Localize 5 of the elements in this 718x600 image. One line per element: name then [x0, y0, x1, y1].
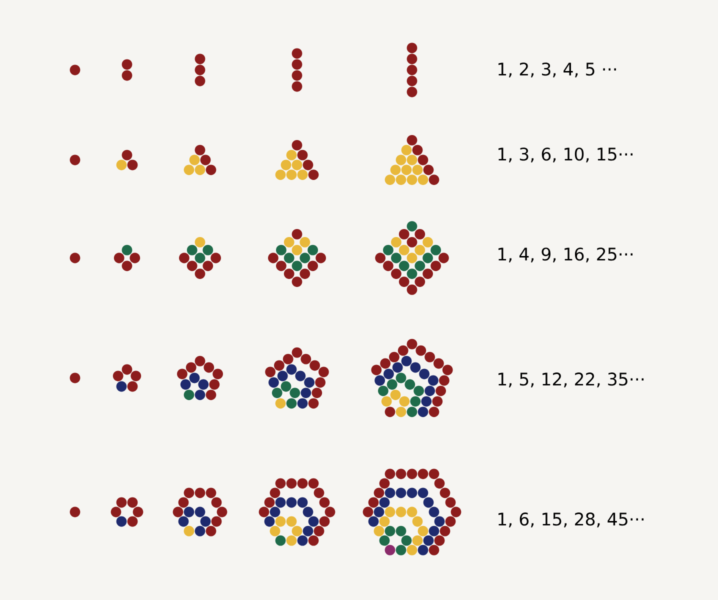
number-sequence: 1, 4, 9, 16, 25··· [498, 248, 632, 262]
number-sequence: 1, 2, 3, 4, 5 ··· [498, 62, 616, 78]
number-sequence: 1, 3, 6, 10, 15··· [498, 148, 632, 162]
number-sequence: 1, 5, 12, 22, 35··· [498, 372, 644, 388]
number-sequence: 1, 6, 15, 28, 45··· [498, 512, 644, 528]
